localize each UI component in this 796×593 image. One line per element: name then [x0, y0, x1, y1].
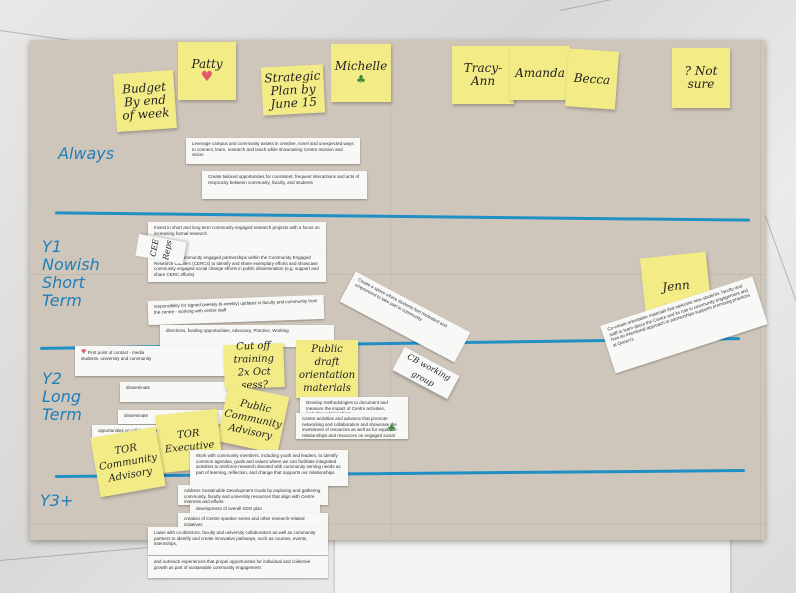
- sticky-not-sure: ? Not sure: [672, 48, 730, 108]
- sticky-tracy-ann: Tracy-Ann: [452, 46, 514, 104]
- strip-s9-text: students, university and community: [81, 355, 152, 361]
- strip-s18: development of overall SDG plan: [190, 503, 320, 513]
- sticky-strategic-plan: Strategic Plan by June 15: [260, 64, 326, 116]
- sticky-budget: Budget By end of week: [113, 69, 177, 133]
- strip-s12: Develop methodologies to document and me…: [300, 397, 408, 413]
- sticky-public-community: Public Community Advisory: [216, 384, 290, 454]
- row-label-y2: Y2 Long Term: [42, 369, 82, 424]
- row-label-y3: Y3+: [40, 491, 74, 510]
- strip-s13: Centre activities and advance that promo…: [296, 413, 408, 439]
- heart-icon: ♥: [81, 346, 87, 356]
- strip-s1: Leverage campus and community assets in …: [186, 138, 360, 164]
- strip-s19: creation of Centre speaker series and ot…: [178, 513, 328, 527]
- sticky-patty-text: Patty: [191, 57, 223, 71]
- strip-s2: Create tailored opportunities for consis…: [202, 171, 367, 199]
- strip-s8-text: First point of contact - media: [87, 350, 145, 355]
- strip-s16: Work with community members, including y…: [190, 450, 348, 486]
- sticky-public-draft: Public draft orientation materials: [296, 340, 358, 398]
- background-paper-sheet: [335, 535, 730, 593]
- sticky-tor-community: TOR Community Advisory: [90, 426, 166, 498]
- strip-s6: disseminate: [120, 382, 250, 402]
- heart-icon: ♥: [200, 69, 214, 85]
- sticky-becca: Becca: [565, 48, 619, 110]
- plant-icon: ♣: [388, 422, 396, 434]
- strip-s21: and outreach experiences that propel opp…: [148, 556, 328, 578]
- strip-s4: Map existing community engaged partnersh…: [148, 252, 326, 282]
- sticky-cut-training: Cut off training 2x Oct sess?: [223, 340, 285, 391]
- sticky-amanda: Amanda: [510, 46, 570, 100]
- strip-s8: ♥ First point of contact - media student…: [75, 346, 225, 376]
- row-label-always: Always: [58, 144, 115, 163]
- strip-s17: Address Sustainable Development Goals by…: [178, 485, 328, 505]
- plant-icon: ♣: [356, 73, 366, 86]
- strip-s7: directions, funding opportunities, Advoc…: [160, 325, 334, 347]
- sticky-michelle-text: Michelle: [334, 59, 388, 73]
- strip-s20: Liaise with co-directors, faculty and un…: [148, 527, 328, 555]
- row-label-y1: Y1 Nowish Short Term: [42, 237, 100, 310]
- sticky-patty: Patty ♥: [178, 42, 236, 100]
- sticky-michelle: Michelle ♣: [331, 44, 391, 102]
